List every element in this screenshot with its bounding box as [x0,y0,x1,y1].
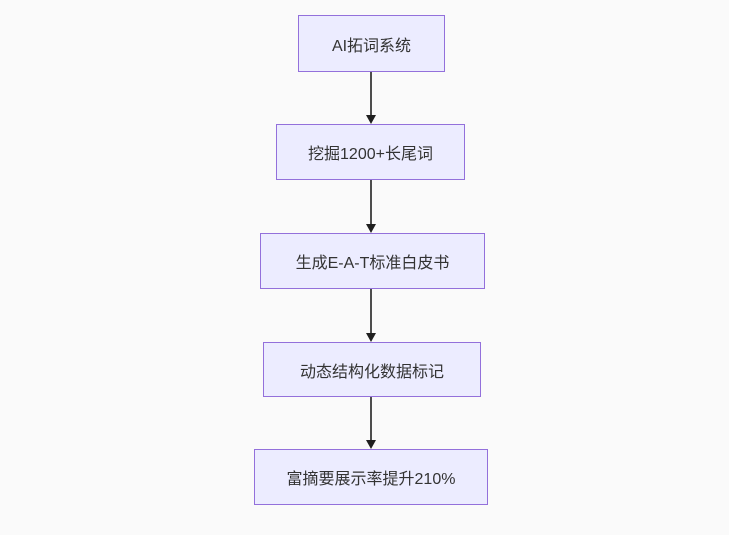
flow-node-label: 动态结构化数据标记 [299,363,444,381]
flow-node-label: 富摘要展示率提升210% [286,471,456,488]
flow-node-label: 生成E-A-T标准白皮书 [295,255,450,272]
arrow-line [370,180,372,224]
flow-node-1: AI拓词系统 [298,15,445,72]
arrowhead-down-icon [366,224,376,233]
flow-arrow-1 [365,72,377,124]
flow-arrow-4 [365,397,377,449]
flow-node-label: AI拓词系统 [331,37,412,55]
flow-node-4: 动态结构化数据标记 [263,342,481,397]
arrow-line [370,397,372,440]
flow-node-2: 挖掘1200+长尾词 [276,124,465,180]
flow-arrow-2 [365,180,377,233]
flow-node-label: 挖掘1200+长尾词 [308,146,433,163]
arrowhead-down-icon [366,333,376,342]
arrowhead-down-icon [366,115,376,124]
arrow-line [370,72,372,115]
arrow-line [370,289,372,333]
flow-node-3: 生成E-A-T标准白皮书 [260,233,485,289]
flow-arrow-3 [365,289,377,342]
flow-node-5: 富摘要展示率提升210% [254,449,488,505]
arrowhead-down-icon [366,440,376,449]
